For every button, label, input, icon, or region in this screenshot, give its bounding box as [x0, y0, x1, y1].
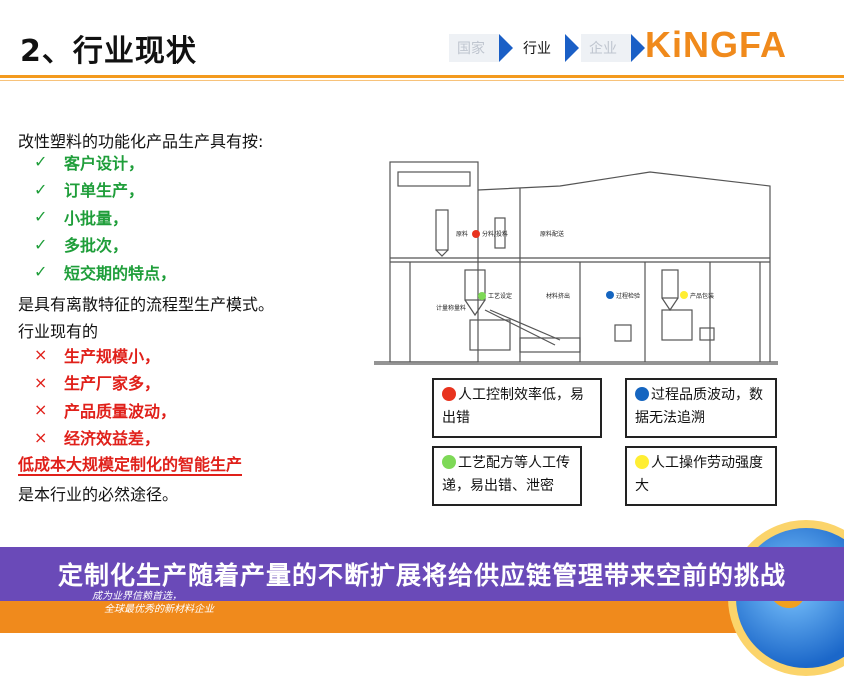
check-icon: ✓ — [34, 152, 48, 172]
list-item: ×生产规模小， — [18, 341, 176, 369]
breadcrumb-item-enterprise: 企业 — [581, 34, 631, 62]
footer-bar — [0, 601, 844, 633]
list-item: ×产品质量波动， — [18, 396, 176, 424]
page-title: 2、行业现状 — [20, 34, 197, 69]
diagram-label-extrusion: 材料挤出 — [546, 292, 570, 300]
chevron-right-icon — [631, 34, 645, 62]
list-item: ✓多批次， — [18, 231, 176, 259]
diagram-label-feeding: 分料/投料 — [482, 230, 508, 238]
challenge-banner — [0, 547, 844, 601]
callout-quality-fluctuation: 过程品质波动，数据无法追溯 — [625, 378, 777, 438]
problem-cross-list: ×生产规模小， ×生产厂家多， ×产品质量波动， ×经济效益差， — [18, 341, 176, 451]
existing-issues-heading: 行业现有的 — [18, 322, 99, 341]
blue-dot-icon — [635, 387, 649, 401]
breadcrumb-item-industry: 行业 — [515, 34, 565, 62]
check-icon: ✓ — [34, 179, 48, 199]
header-divider-thin — [0, 80, 844, 81]
list-item: ✓客户设计， — [18, 148, 176, 176]
chevron-right-icon — [499, 34, 513, 62]
intro-text: 改性塑料的功能化产品生产具有按: — [18, 132, 264, 151]
list-item: ✓小批量， — [18, 203, 176, 231]
emphasis-text: 低成本大规模定制化的智能生产 — [18, 455, 243, 476]
check-icon: ✓ — [34, 207, 48, 227]
factory-diagram: 原料 分料/投料 原料配送 工艺设定 材料挤出 过程检验 产品包装 计量称量料 — [374, 161, 778, 365]
cross-icon: × — [34, 400, 48, 420]
list-item: ✓订单生产， — [18, 176, 176, 204]
mode-description: 是具有离散特征的流程型生产模式。 — [18, 295, 275, 314]
chevron-right-icon — [565, 34, 579, 62]
green-dot-icon — [442, 455, 456, 469]
list-item: ×经济效益差， — [18, 424, 176, 452]
conclusion-text: 是本行业的必然途径。 — [18, 485, 179, 504]
red-dot-icon — [442, 387, 456, 401]
feature-check-list: ✓客户设计， ✓订单生产， ✓小批量， ✓多批次， ✓短交期的特点， — [18, 148, 176, 286]
diagram-label-process-setting: 工艺设定 — [488, 292, 512, 300]
company-slogan: 成为业界信赖首选， 全球最优秀的新材料企业 — [92, 591, 214, 615]
diagram-label-inspection: 过程检验 — [616, 292, 640, 300]
list-item: ×生产厂家多， — [18, 369, 176, 397]
callout-recipe-transfer: 工艺配方等人工传递，易出错、泄密 — [432, 446, 582, 506]
check-icon: ✓ — [34, 262, 48, 282]
callout-labor-intensity: 人工操作劳动强度大 — [625, 446, 777, 506]
list-item: ✓短交期的特点， — [18, 258, 176, 286]
cross-icon: × — [34, 427, 48, 447]
challenge-banner-text: 定制化生产随着产量的不断扩展将给供应链管理带来空前的挑战 — [57, 561, 786, 590]
diagram-label-weighing: 计量称量料 — [436, 304, 466, 312]
callout-manual-control: 人工控制效率低，易出错 — [432, 378, 602, 438]
diagram-label-packaging: 产品包装 — [690, 292, 714, 300]
yellow-dot-icon — [635, 455, 649, 469]
header-divider — [0, 75, 844, 78]
diagram-label-delivery: 原料配送 — [540, 230, 564, 238]
diagram-label-raw-material: 原料 — [456, 230, 468, 238]
breadcrumb-item-country: 国家 — [449, 34, 499, 62]
kingfa-logo: KiNGFA — [645, 24, 788, 65]
cross-icon: × — [34, 345, 48, 365]
check-icon: ✓ — [34, 234, 48, 254]
breadcrumb: 国家 行业 企业 — [449, 34, 647, 62]
cross-icon: × — [34, 372, 48, 392]
